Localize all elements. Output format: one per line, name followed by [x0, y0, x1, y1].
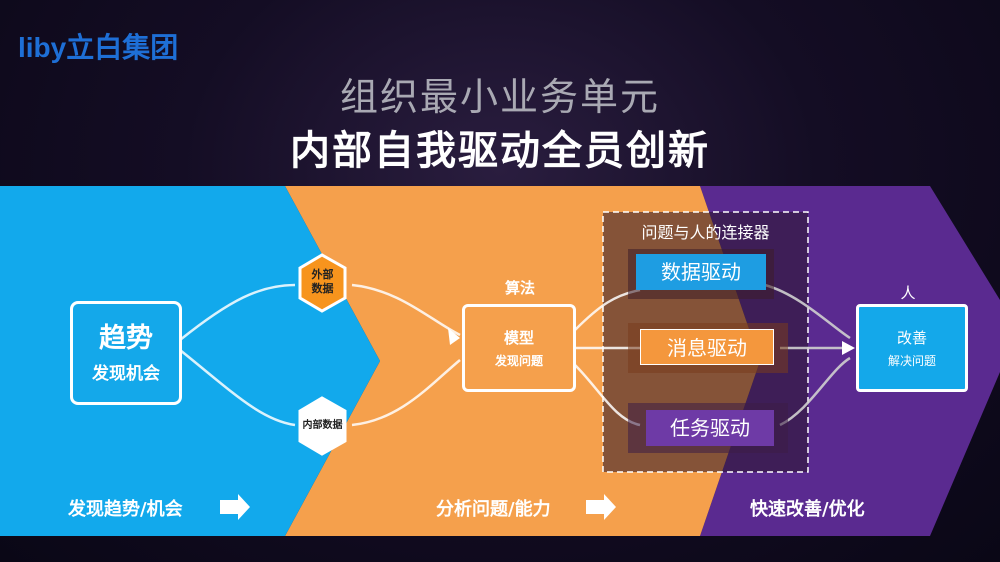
- algorithm-label: 算法: [504, 279, 535, 297]
- curve-hex-bottom-to-box2: [351, 359, 461, 427]
- data-driven-pill: 数据驱动: [636, 254, 766, 290]
- model-box-title: 模型: [503, 329, 534, 347]
- arrowhead-box2: [448, 328, 460, 345]
- curve-box1-to-hex-bottom: [179, 349, 296, 427]
- liby-logo: liby立白集团: [18, 32, 179, 63]
- improve-box-subtitle: 解决问题: [887, 354, 936, 368]
- footer-stage1: 发现趋势/机会: [68, 499, 183, 520]
- footer-stage2: 分析问题/能力: [436, 499, 551, 520]
- hexagon-bottom: [298, 396, 347, 456]
- trend-box-title: 趋势: [99, 323, 153, 354]
- footer-arrow-1: [220, 494, 250, 520]
- model-box: 模型 发现问题: [462, 304, 576, 392]
- model-box-subtitle: 发现问题: [494, 354, 543, 368]
- hexagon-bottom-label: 内部数据: [302, 420, 343, 431]
- footer-stage3: 快速改善/优化: [750, 499, 865, 520]
- curve-hex-top-to-box2: [351, 283, 461, 337]
- title-line-2: 内部自我驱动全员创新: [290, 128, 710, 174]
- trend-box: 趋势 发现机会: [70, 301, 182, 405]
- connector-title: 问题与人的连接器: [641, 223, 770, 242]
- blue-band: [0, 186, 380, 536]
- hexagon-top: [298, 253, 347, 313]
- message-driven-pill: 消息驱动: [640, 329, 774, 365]
- title-line-1: 组织最小业务单元: [339, 75, 660, 119]
- improve-box-title: 改善: [896, 329, 927, 347]
- trend-box-subtitle: 发现机会: [92, 364, 160, 384]
- person-label: 人: [900, 284, 916, 302]
- footer-arrow-2: [586, 494, 616, 520]
- hexagon-top-label: 外部 数据: [311, 268, 334, 295]
- curve-pill1-to-box3: [764, 283, 851, 340]
- curve-box1-to-hex-top: [179, 283, 296, 341]
- task-driven-pill: 任务驱动: [646, 410, 774, 446]
- improve-box: 改善 解决问题: [856, 304, 968, 392]
- arrowhead-box3: [842, 341, 855, 355]
- curve-pill3-to-box3: [779, 356, 851, 427]
